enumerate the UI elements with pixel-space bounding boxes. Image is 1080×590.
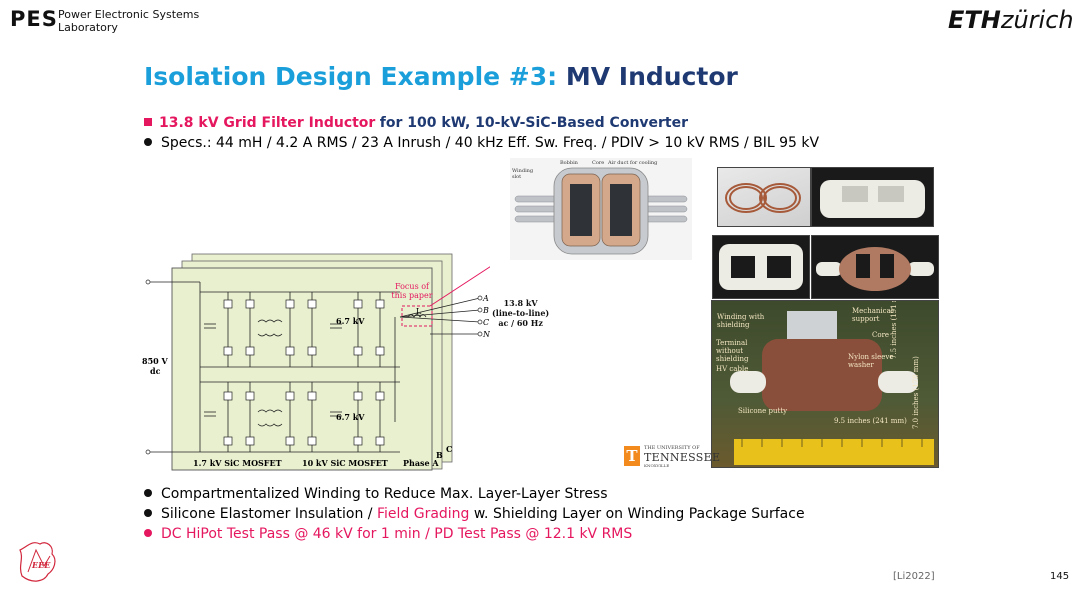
- ac-rating: 13.8 kV (line-to-line) ac / 60 Hz: [492, 298, 549, 328]
- bullet-insulation-text-b: w. Shielding Layer on Winding Package Su…: [469, 506, 805, 522]
- focus-label-1: Focus of: [395, 282, 430, 291]
- lab-name-line1: Power Electronic Systems: [58, 8, 200, 21]
- bullet-dot-icon: [144, 509, 152, 517]
- terminal-b: B: [482, 306, 489, 315]
- terminal-a: A: [482, 294, 489, 303]
- dc-label: dc: [150, 366, 161, 376]
- assembled-drawing: [816, 247, 934, 291]
- layer-c-label: C: [446, 444, 452, 454]
- cover-drawing: [719, 244, 803, 290]
- cad-airduct-label: Air duct for cooling: [607, 160, 658, 166]
- seal-text: EEE: [31, 560, 51, 570]
- utk-t-icon: T: [624, 446, 640, 466]
- top-bullets: 13.8 kV Grid Filter Inductor for 100 kW,…: [144, 113, 1004, 153]
- bullet-insulation-highlight: Field Grading: [376, 506, 470, 522]
- slide-title: Isolation Design Example #3: MV Inductor: [144, 62, 738, 91]
- eth-logo-light: zürich: [1000, 6, 1074, 34]
- mosfet-lv-label: 1.7 kV SiC MOSFET: [193, 458, 282, 468]
- eee-seal-icon: EEE: [19, 542, 56, 582]
- bullet-specs: Specs.: 44 mH / 4.2 A RMS / 23 A Inrush …: [144, 133, 1004, 153]
- eth-logo: ETHzürich: [948, 6, 1074, 34]
- lab-name: Power Electronic Systems Laboratory: [58, 8, 199, 34]
- utk-logo: T THE UNIVERSITY OF TENNESSEE KNOXVILLE: [624, 444, 720, 468]
- pink-square-icon: [144, 118, 152, 126]
- bullet-inductor: 13.8 kV Grid Filter Inductor for 100 kW,…: [144, 113, 1004, 133]
- terminal-c: C: [483, 318, 489, 327]
- photo-cover: [712, 235, 810, 299]
- bullet-winding-text: Compartmentalized Winding to Reduce Max.…: [161, 486, 608, 502]
- bullet-winding: Compartmentalized Winding to Reduce Max.…: [144, 484, 1004, 504]
- dc-voltage-label: 850 V: [142, 356, 168, 366]
- cad-winding-label: Winding: [512, 168, 534, 174]
- label-nylon: Nylon sleeve washer: [848, 353, 894, 369]
- utk-line1: THE UNIVERSITY OF: [644, 445, 700, 451]
- lab-name-line2: Laboratory: [58, 21, 118, 34]
- coil-drawing: [725, 183, 801, 213]
- utk-line2: TENNESSEE: [644, 451, 721, 464]
- bullet-dot-icon: [144, 138, 152, 146]
- inductor-cad-drawing: Winding slot Bobbin Core Air duct for co…: [510, 158, 692, 260]
- reference: [Li2022]: [893, 571, 935, 582]
- cad-slot-label: slot: [512, 174, 521, 180]
- bullet-insulation-text-a: Silicone Elastomer Insulation /: [161, 506, 377, 522]
- label-dim-height1: 7.5 inches (191 mm): [890, 300, 898, 359]
- bottom-bullets: Compartmentalized Winding to Reduce Max.…: [144, 484, 1004, 544]
- label-dim-height2: 7.0 inches (178 mm): [912, 356, 920, 429]
- cad-bobbin-label: Bobbin: [560, 160, 579, 166]
- inductor-label: L: [416, 307, 422, 316]
- label-terminal: Terminal without shielding: [716, 339, 749, 363]
- title-part2: MV Inductor: [565, 62, 738, 91]
- title-part1: Isolation Design Example #3:: [144, 62, 558, 91]
- prototype-drawing: [730, 311, 934, 465]
- label-winding-shield: Winding with shielding: [717, 313, 765, 329]
- cad-core-label: Core: [592, 160, 604, 166]
- page-number: 145: [1050, 571, 1070, 582]
- photo-assembled: [811, 235, 939, 299]
- label-hv-cable: HV cable: [716, 365, 749, 373]
- bullet-inductor-text: for 100 kW, 10-kV-SiC-Based Converter: [379, 115, 689, 131]
- bullet-test-text: DC HiPot Test Pass @ 46 kV for 1 min / P…: [161, 526, 633, 542]
- bobbin-drawing: [820, 180, 925, 218]
- phase-a-label: Phase A: [403, 458, 439, 468]
- kv-label-top: 6.7 kV: [336, 316, 365, 326]
- bullet-insulation: Silicone Elastomer Insulation / Field Gr…: [144, 504, 1004, 524]
- pes-logo: PES: [10, 7, 58, 31]
- photo-prototype: Winding with shielding Terminal without …: [711, 300, 939, 468]
- layer-b-label: B: [436, 450, 443, 460]
- bullet-dot-pink-icon: [144, 529, 152, 537]
- bullet-specs-text: Specs.: 44 mH / 4.2 A RMS / 23 A Inrush …: [161, 135, 820, 151]
- ac-rating-line1: 13.8 kV: [503, 298, 538, 308]
- focus-arrow: [429, 266, 490, 307]
- mosfet-hv-label: 10 kV SiC MOSFET: [302, 458, 388, 468]
- converter-circuit-diagram: Focus of this paper L A B C N 850 V dc 6…: [142, 253, 490, 471]
- label-silicone: Silicone putty: [738, 407, 788, 415]
- label-core: Core: [872, 331, 890, 339]
- photo-winding-coils: [717, 167, 811, 227]
- eth-logo-bold: ETH: [948, 6, 1001, 34]
- kv-label-bottom: 6.7 kV: [336, 412, 365, 422]
- ac-rating-line2: (line-to-line): [492, 308, 550, 318]
- focus-box: [401, 305, 433, 327]
- terminal-n: N: [482, 330, 490, 339]
- utk-line3: KNOXVILLE: [644, 463, 670, 468]
- label-dim-width: 9.5 inches (241 mm): [834, 417, 907, 425]
- focus-label-2: this paper: [391, 291, 432, 300]
- board-phase-a: [171, 267, 433, 471]
- bullet-test: DC HiPot Test Pass @ 46 kV for 1 min / P…: [144, 524, 1004, 544]
- ac-rating-line3: ac / 60 Hz: [498, 318, 543, 328]
- bullet-dot-icon: [144, 489, 152, 497]
- bullet-inductor-highlight: 13.8 kV Grid Filter Inductor: [159, 115, 376, 131]
- label-mech-support: Mechanical support: [852, 307, 893, 323]
- photo-bobbin: [811, 167, 934, 227]
